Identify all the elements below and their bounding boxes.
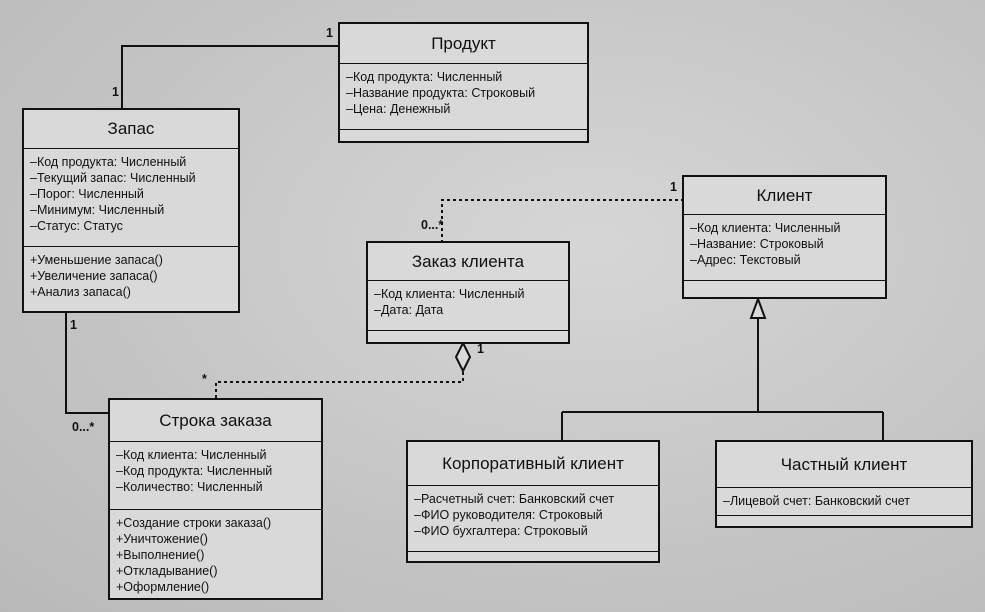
attribute: –Код продукта: Численный: [346, 70, 503, 84]
class-stock-operations: +Уменьшение запаса() +Увеличение запаса(…: [24, 247, 238, 304]
class-client-order: Заказ клиента –Код клиента: Численный –Д…: [366, 241, 570, 344]
class-client-operations: [684, 281, 885, 295]
class-product: Продукт –Код продукта: Численный –Назван…: [338, 22, 589, 143]
multiplicity-label: 1: [477, 342, 484, 356]
attribute: –Код продукта: Численный: [116, 464, 273, 478]
attribute: –Код продукта: Численный: [30, 155, 187, 169]
attribute: –Цена: Денежный: [346, 102, 451, 116]
attribute: –Порог: Численный: [30, 187, 144, 201]
operation: +Уменьшение запаса(): [30, 253, 163, 267]
multiplicity-label: 1: [670, 180, 677, 194]
multiplicity-label: 0...*: [421, 218, 444, 232]
class-order-line-attributes: –Код клиента: Численный –Код продукта: Ч…: [110, 442, 321, 510]
attribute: –Расчетный счет: Банковский счет: [414, 492, 615, 506]
attribute: –Минимум: Численный: [30, 203, 165, 217]
aggregation-diamond: [454, 340, 472, 374]
multiplicity-label: 0...*: [72, 420, 95, 434]
class-private-client-name: Частный клиент: [717, 442, 971, 488]
class-client-order-operations: [368, 331, 568, 342]
class-private-client-attributes: –Лицевой счет: Банковский счет: [717, 488, 971, 516]
operation: +Уничтожение(): [116, 532, 208, 546]
multiplicity-label: 1: [326, 26, 333, 40]
class-product-attributes: –Код продукта: Численный –Название проду…: [340, 64, 587, 130]
operation: +Выполнение(): [116, 548, 205, 562]
class-client-order-attributes: –Код клиента: Численный –Дата: Дата: [368, 281, 568, 331]
operation: +Создание строки заказа(): [116, 516, 272, 530]
link-order-line: [215, 372, 464, 400]
attribute: –Адрес: Текстовый: [690, 253, 801, 267]
attribute: –ФИО бухгалтера: Строковый: [414, 524, 588, 538]
attribute: –Количество: Численный: [116, 480, 263, 494]
attribute: –Код клиента: Численный: [116, 448, 267, 462]
class-private-client-operations: [717, 516, 971, 526]
attribute: –Название продукта: Строковый: [346, 86, 536, 100]
attribute: –Текущий запас: Численный: [30, 171, 196, 185]
class-product-name: Продукт: [340, 24, 587, 64]
attribute: –Дата: Дата: [374, 303, 444, 317]
multiplicity-label: 1: [112, 85, 119, 99]
class-corporate-client: Корпоративный клиент –Расчетный счет: Ба…: [406, 440, 660, 563]
class-client-attributes: –Код клиента: Численный –Название: Строк…: [684, 215, 885, 281]
class-corporate-client-name: Корпоративный клиент: [408, 442, 658, 486]
class-stock: Запас –Код продукта: Численный –Текущий …: [22, 108, 240, 313]
multiplicity-label: *: [202, 372, 207, 386]
class-order-line-operations: +Создание строки заказа() +Уничтожение()…: [110, 510, 321, 599]
attribute: –Название: Строковый: [690, 237, 824, 251]
attribute: –Код клиента: Численный: [374, 287, 525, 301]
class-stock-name: Запас: [24, 110, 238, 149]
class-order-line: Строка заказа –Код клиента: Численный –К…: [108, 398, 323, 600]
generalization-arrowhead: [749, 296, 767, 319]
class-client-name: Клиент: [684, 177, 885, 215]
operation: +Оформление(): [116, 580, 210, 594]
link-stock-line: [65, 313, 110, 414]
class-private-client: Частный клиент –Лицевой счет: Банковский…: [715, 440, 973, 528]
class-corporate-client-attributes: –Расчетный счет: Банковский счет –ФИО ру…: [408, 486, 658, 552]
class-client-order-name: Заказ клиента: [368, 243, 568, 281]
attribute: –Статус: Статус: [30, 219, 123, 233]
attribute: –Лицевой счет: Банковский счет: [723, 494, 911, 508]
class-corporate-client-operations: [408, 552, 658, 561]
operation: +Увеличение запаса(): [30, 269, 158, 283]
operation: +Откладывание(): [116, 564, 218, 578]
multiplicity-label: 1: [70, 318, 77, 332]
link-client-order: [441, 199, 684, 243]
class-product-operations: [340, 130, 587, 141]
class-client: Клиент –Код клиента: Численный –Название…: [682, 175, 887, 299]
class-stock-attributes: –Код продукта: Численный –Текущий запас:…: [24, 149, 238, 247]
operation: +Анализ запаса(): [30, 285, 131, 299]
class-order-line-name: Строка заказа: [110, 400, 321, 442]
link-product-stock: [121, 45, 340, 110]
attribute: –ФИО руководителя: Строковый: [414, 508, 603, 522]
attribute: –Код клиента: Численный: [690, 221, 841, 235]
